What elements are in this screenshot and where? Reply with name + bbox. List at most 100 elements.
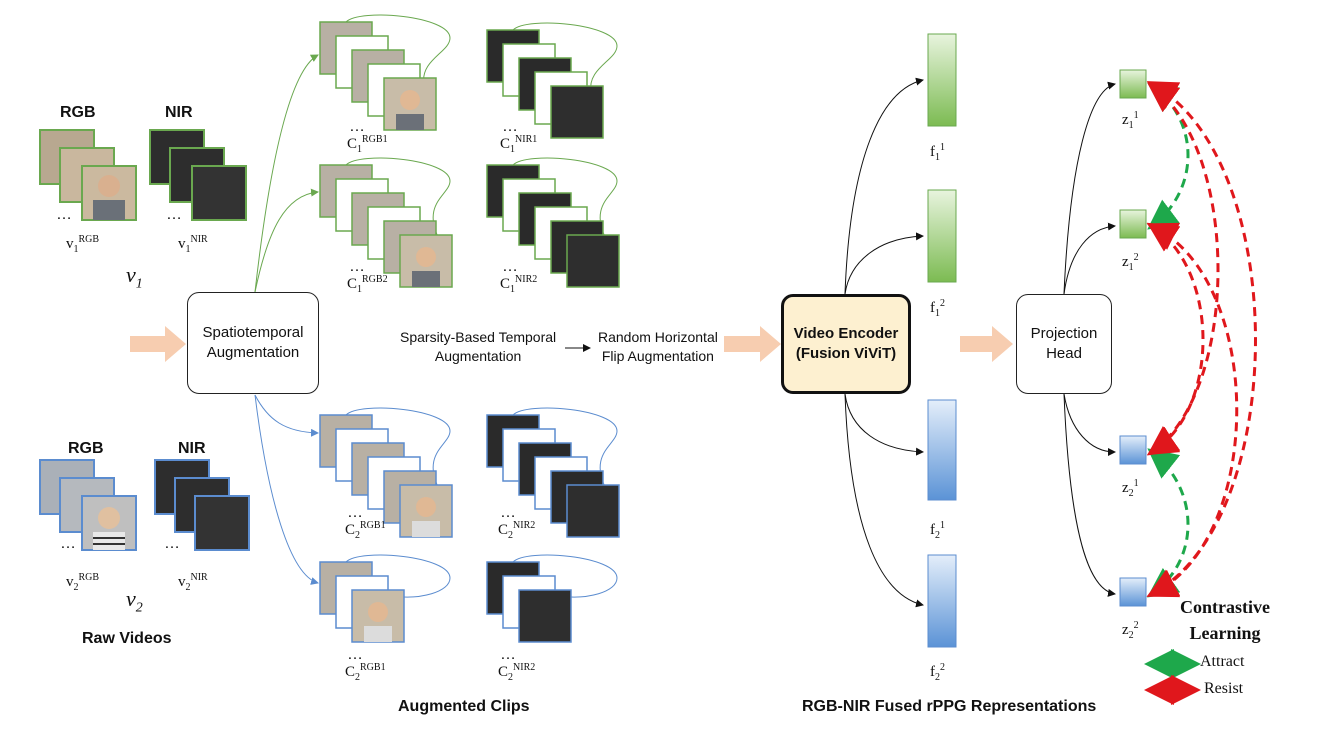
sparsity-augmentation-label: Sparsity-Based Temporal Augmentation [400,329,557,364]
feature-label-f12: f12 [930,298,945,319]
projection-arrows [1063,81,1116,597]
clip-label: C2NIR2 [498,662,536,683]
fused-representations-title: RGB-NIR Fused rPPG Representations [802,698,1097,715]
feature-label-f21: f21 [930,520,945,541]
clip-stack-1 [319,14,451,131]
v1-rgb-ellipsis: … [56,206,72,223]
torso-shape [396,114,424,130]
clip-ellipsis: … [502,258,518,275]
torso-shape [412,521,440,537]
v1-nir-frames [149,129,247,221]
clip-frame [518,589,572,643]
torso-shape [412,271,440,287]
legend-attract-label: Attract [1200,653,1245,670]
input-arrow-3 [960,326,1013,362]
v2-rgb-symbol: v2RGB [66,572,100,593]
feature-bars [927,33,957,648]
input-arrow-1 [130,326,186,362]
v2-nir-label: NIR [178,440,206,457]
clip-label: C2RGB1 [345,520,386,541]
z-square-11 [1119,69,1147,99]
v1-nir-label: NIR [165,104,193,121]
clip-frame [566,234,620,288]
projection-label-z21: z21 [1122,478,1139,499]
clip-ellipsis: … [349,258,365,275]
clip-label: C2RGB1 [345,662,386,683]
v2-rgb-label: RGB [68,440,104,457]
z-square-12 [1119,209,1147,239]
contrastive-learning-title: Contrastive Learning [1180,597,1270,643]
clip-ellipsis: … [349,118,365,135]
clip-label: C1NIR1 [500,134,538,155]
feature-bar-f21 [927,399,957,501]
resist-z11-z21 [1147,82,1220,456]
feature-bar-f12 [927,189,957,283]
video-encoder-box: Video Encoder (Fusion ViViT) [781,294,911,394]
resist-z12-z22 [1146,222,1239,598]
v2-nir-frames [154,459,250,551]
v2-nir-symbol: v2NIR [178,572,208,593]
spatiotemporal-augmentation-box: Spatiotemporal Augmentation [187,292,319,394]
v2-rgb-frames [39,459,137,551]
feature-label-f11: f11 [930,142,945,163]
v1-variable: v1 [126,262,143,292]
branch-arrows [254,54,319,585]
z-square-22 [1119,577,1147,607]
clip-frame [550,85,604,139]
face-shape [400,90,420,110]
legend-resist-label: Resist [1204,680,1244,697]
clip-ellipsis: … [500,504,516,521]
clip-ellipsis: … [347,646,363,663]
augmented-clips-title: Augmented Clips [398,698,530,715]
clip-ellipsis: … [500,646,516,663]
torso-shape [364,626,392,642]
v2-variable: v2 [126,586,143,616]
clip-frame [566,484,620,538]
v2-rgb-ellipsis: … [60,535,76,552]
v1-rgb-symbol: v1RGB [66,234,100,255]
input-arrow-2 [724,326,781,362]
v2-nir-ellipsis: … [164,535,180,552]
v1-nir-symbol: v1NIR [178,234,208,255]
v1-rgb-label: RGB [60,104,96,121]
feature-bar-f22 [927,554,957,648]
input-arrows [130,326,1013,362]
clip-stack-4 [486,157,620,288]
projection-squares [1119,69,1147,607]
clip-stack-5 [319,407,453,538]
projection-head-box: Projection Head [1016,294,1112,394]
face-shape [368,602,388,622]
projection-label-z22: z22 [1122,620,1139,641]
clip-stack-7 [319,554,451,643]
clip-stack-2 [486,22,618,139]
projection-label-z12: z12 [1122,252,1139,273]
projection-label-z11: z11 [1122,110,1139,131]
clip-stack-3 [319,157,453,288]
v1-nir-ellipsis: … [166,206,182,223]
flip-augmentation-label: Random Horizontal Flip Augmentation [598,329,718,364]
resist-z12-z21 [1146,222,1205,456]
clip-ellipsis: … [347,504,363,521]
attract-z2 [1147,448,1190,598]
clip-label: C1RGB2 [347,274,388,295]
clip-stack-6 [486,407,620,538]
clip-label: C2NIR2 [498,520,536,541]
legend-arrows [1144,649,1201,705]
face-shape [416,497,436,517]
feature-label-f22: f22 [930,662,945,683]
raw-videos-title: Raw Videos [82,630,172,647]
feature-bar-f11 [927,33,957,127]
clip-stacks [319,14,620,643]
clip-ellipsis: … [502,118,518,135]
resist-z11-z22 [1146,81,1257,597]
v1-rgb-frames [39,129,137,221]
encoder-feature-arrows [844,77,924,608]
clip-stack-8 [486,554,618,643]
z-square-21 [1119,435,1147,465]
face-shape [416,247,436,267]
contrastive-arrows [1146,81,1257,598]
clip-label: C1RGB1 [347,134,388,155]
clip-label: C1NIR2 [500,274,538,295]
